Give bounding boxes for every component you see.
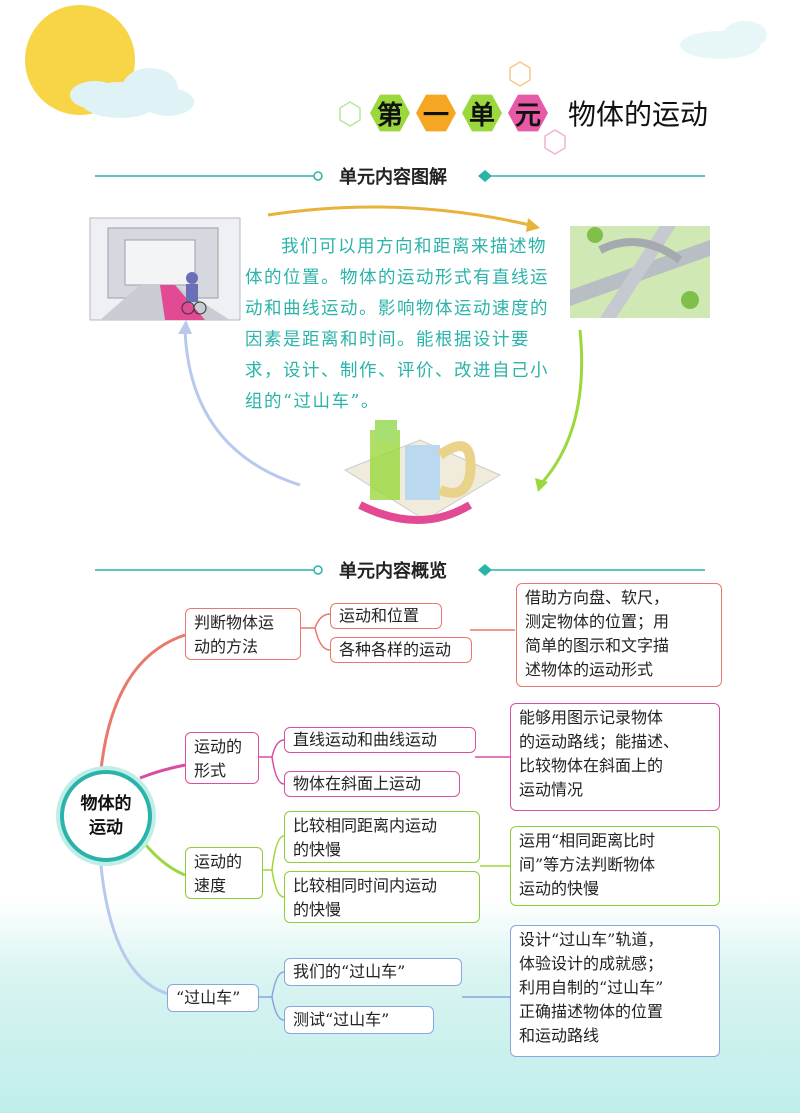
divider-1 [95,170,705,182]
branch-2-item-2: 物体在斜面上运动 [284,771,460,797]
branch-3-label: 运动的速度 [185,847,263,899]
roller-coaster-model-illustration [343,420,502,524]
section-title-diagram: 单元内容图解 [325,163,461,189]
mindmap-branch-lines [258,613,515,1021]
summary-line: 正确描述物体的位置 [519,1002,664,1021]
branch-3-item-1: 比较相同距离内运动的快慢 [284,811,480,863]
summary-line: 利用自制的“过山车” [519,978,664,997]
item-line: 比较相同时间内运动 [293,876,438,895]
cloud-illustration [70,68,194,118]
summary-line: 运用“相同距离比时 [519,831,656,850]
summary-line: 体验设计的成就感； [519,954,664,973]
branch-2-summary: 能够用图示记录物体 的运动路线；能描述、 比较物体在斜面上的 运动情况 [510,703,720,811]
branch-1-item-1: 运动和位置 [330,603,442,629]
branch-1-label-line: 判断物体运 [194,613,275,632]
summary-line: 和运动路线 [519,1026,600,1045]
summary-line: 运动情况 [519,780,584,799]
branch-2-label-line: 形式 [194,761,227,780]
interchange-illustration [570,226,710,318]
branch-4-item-2: 测试“过山车” [284,1006,434,1034]
summary-line: 间”等方法判断物体 [519,855,656,874]
arrow-top [267,205,531,227]
unit-title: 物体的运动 [568,98,709,131]
summary-line: 测定物体的位置；用 [525,612,670,631]
mindmap-center: 物体的运动 [60,770,152,862]
branch-3-summary: 运用“相同距离比时 间”等方法判断物体 运动的快慢 [510,826,720,906]
branch-4-item-1: 我们的“过山车” [284,958,462,986]
summary-line: 比较物体在斜面上的 [519,756,664,775]
divider-2 [95,564,705,576]
hex-badge-1: 第 [370,94,410,132]
summary-line: 运动的快慢 [519,879,600,898]
branch-1-label-line: 动的方法 [194,637,259,656]
hex-badge-4: 元 [508,94,548,132]
summary-line: 的运动路线；能描述、 [519,732,680,751]
center-line-2: 运动 [89,818,123,838]
summary-line: 设计“过山车”轨道， [519,930,664,949]
hex-badge-3: 单 [462,94,502,132]
branch-3-label-line: 运动的 [194,852,243,871]
branch-2-label-line: 运动的 [194,737,243,756]
branch-2-item-1: 直线运动和曲线运动 [284,727,476,753]
item-line: 的快慢 [293,900,342,919]
branch-4-summary: 设计“过山车”轨道， 体验设计的成就感； 利用自制的“过山车” 正确描述物体的位… [510,925,720,1057]
summary-line: 能够用图示记录物体 [519,708,664,727]
item-line: 比较相同距离内运动 [293,816,438,835]
branch-1-label: 判断物体运动的方法 [185,608,301,660]
unit-header: 第 一 单 元 物体的运动 [370,88,708,138]
branch-2-label: 运动的形式 [185,732,259,784]
arrow-left [183,329,301,487]
branch-3-label-line: 速度 [194,876,227,895]
arrow-right [538,329,584,487]
center-line-1: 物体的 [80,794,132,814]
branch-4-label: “过山车” [167,984,259,1012]
item-line: 的快慢 [293,840,342,859]
branch-1-item-2: 各种各样的运动 [330,637,472,663]
branch-3-item-2: 比较相同时间内运动的快慢 [284,871,480,923]
summary-line: 述物体的运动形式 [525,660,654,679]
intro-paragraph: 我们可以用方向和距离来描述物体的位置。物体的运动形式有直线运动和曲线运动。影响物… [245,237,549,412]
summary-line: 借助方向盘、软尺， [525,588,670,607]
hexagon-decor [339,61,566,155]
tunnel-cyclist-illustration [89,217,241,321]
section-title-overview: 单元内容概览 [325,557,461,583]
cloud-illustration-right [680,21,767,59]
branch-1-summary: 借助方向盘、软尺， 测定物体的位置；用 简单的图示和文字描 述物体的运动形式 [516,583,722,687]
hex-badge-2: 一 [416,94,456,132]
summary-line: 简单的图示和文字描 [525,636,670,655]
